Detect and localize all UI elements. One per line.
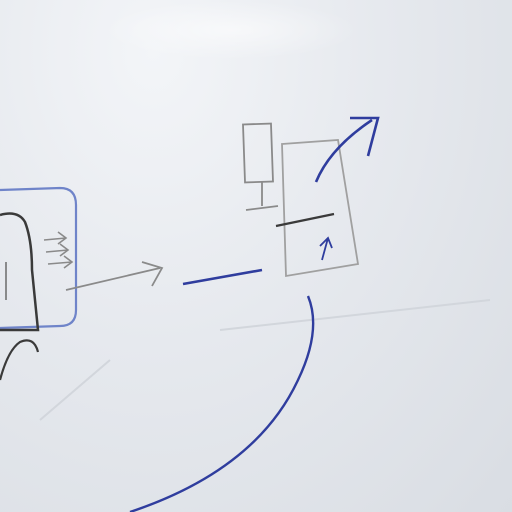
right-rectangle [281, 139, 360, 278]
up-arrow [319, 236, 333, 261]
inner-black-shape [0, 212, 40, 332]
gray-arrow [65, 261, 164, 291]
small-rectangle [242, 122, 274, 184]
small-arrow [43, 231, 68, 245]
ghost-mark [219, 299, 491, 331]
dividing-line [275, 212, 335, 228]
blue-dash [182, 268, 263, 286]
small-arrow [45, 243, 70, 257]
t-connector [245, 182, 279, 211]
light-glare [100, 0, 360, 60]
blue-exit-arrow [314, 116, 380, 183]
lower-left-loop [0, 339, 40, 381]
small-arrow [47, 255, 74, 269]
blue-return-curve [129, 295, 315, 512]
left-blue-box [0, 186, 78, 330]
ghost-mark [39, 359, 111, 421]
